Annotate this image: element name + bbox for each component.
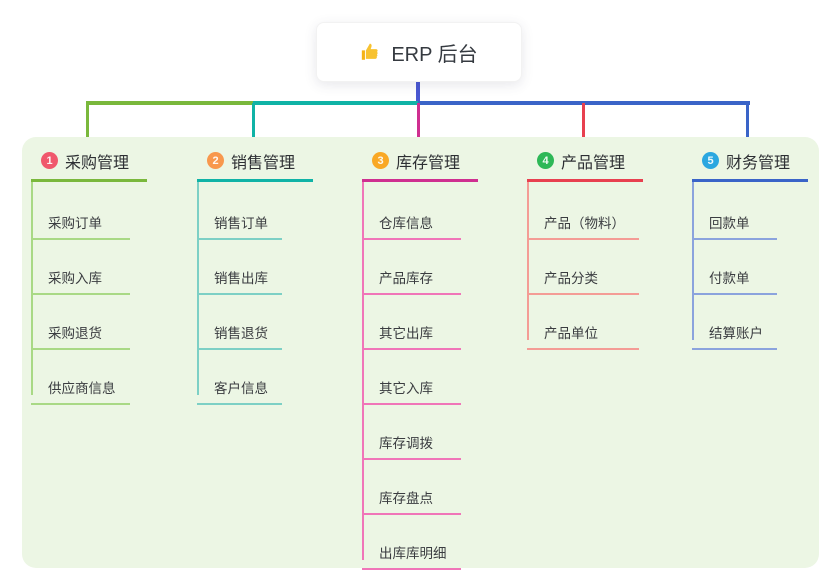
branch-badge: 2: [207, 152, 224, 169]
connector-drop-sales: [252, 103, 255, 147]
child-label: 仓库信息: [379, 216, 433, 231]
child-label: 采购入库: [48, 271, 102, 286]
root-node[interactable]: ERP 后台: [316, 22, 522, 82]
child-label: 采购订单: [48, 216, 102, 231]
root-stem-connector: [416, 82, 420, 105]
child-label: 付款单: [709, 271, 750, 286]
child-label: 其它出库: [379, 326, 433, 341]
root-label: ERP 后台: [391, 43, 478, 66]
child-label: 产品分类: [544, 271, 598, 286]
child-node-sales-order[interactable]: 销售订单: [197, 185, 282, 240]
branch-badge: 4: [537, 152, 554, 169]
branch-children: 销售订单 销售出库 销售退货 客户信息: [197, 182, 282, 405]
thumbs-up-icon: [360, 41, 382, 63]
child-node-product-stock[interactable]: 产品库存: [362, 240, 461, 295]
child-node-sales-outbound[interactable]: 销售出库: [197, 240, 282, 295]
branch-label: 采购管理: [65, 154, 130, 172]
connector-horizontal-sales: [253, 101, 420, 105]
child-label: 回款单: [709, 216, 750, 231]
child-label: 销售退货: [214, 326, 268, 341]
branch-badge: 3: [372, 152, 389, 169]
child-label: 产品单位: [544, 326, 598, 341]
branch-node-product[interactable]: 4 产品管理: [527, 148, 643, 182]
child-node-other-outbound[interactable]: 其它出库: [362, 295, 461, 350]
branch-label: 库存管理: [396, 154, 461, 172]
child-node-customer-info[interactable]: 客户信息: [197, 350, 282, 405]
branch-label: 产品管理: [561, 154, 626, 172]
children-vline: [31, 182, 33, 395]
branch-node-finance[interactable]: 5 财务管理: [692, 148, 808, 182]
child-node-other-inbound[interactable]: 其它入库: [362, 350, 461, 405]
child-node-settlement-account[interactable]: 结算账户: [692, 295, 777, 350]
branch-label: 财务管理: [726, 154, 791, 172]
child-node-receipt-bill[interactable]: 回款单: [692, 185, 777, 240]
children-vline: [362, 182, 364, 560]
children-vline: [692, 182, 694, 340]
child-label: 供应商信息: [48, 381, 116, 396]
child-node-product-category[interactable]: 产品分类: [527, 240, 639, 295]
child-node-product-material[interactable]: 产品（物料）: [527, 185, 639, 240]
child-node-stock-transfer[interactable]: 库存调拨: [362, 405, 461, 460]
branch-node-inventory[interactable]: 3 库存管理: [362, 148, 478, 182]
child-node-warehouse-info[interactable]: 仓库信息: [362, 185, 461, 240]
connector-drop-product: [582, 103, 585, 147]
connector-drop-purchase: [86, 103, 89, 147]
child-label: 销售出库: [214, 271, 268, 286]
branch-badge: 5: [702, 152, 719, 169]
child-label: 产品（物料）: [544, 216, 625, 231]
child-node-product-unit[interactable]: 产品单位: [527, 295, 639, 350]
branch-children: 回款单 付款单 结算账户: [692, 182, 777, 350]
branch-children: 采购订单 采购入库 采购退货 供应商信息: [31, 182, 130, 405]
child-label: 库存调拨: [379, 436, 433, 451]
child-node-purchase-return[interactable]: 采购退货: [31, 295, 130, 350]
child-label: 客户信息: [214, 381, 268, 396]
branch-children: 仓库信息 产品库存 其它出库 其它入库 库存调拨 库存盘点 出库库明细: [362, 182, 461, 570]
branch-label: 销售管理: [231, 154, 296, 172]
child-label: 采购退货: [48, 326, 102, 341]
child-node-payment-bill[interactable]: 付款单: [692, 240, 777, 295]
child-node-supplier-info[interactable]: 供应商信息: [31, 350, 130, 405]
child-node-purchase-order[interactable]: 采购订单: [31, 185, 130, 240]
child-label: 销售订单: [214, 216, 268, 231]
branch-badge: 1: [41, 152, 58, 169]
child-node-stock-taking[interactable]: 库存盘点: [362, 460, 461, 515]
branch-node-purchase[interactable]: 1 采购管理: [31, 148, 147, 182]
child-node-purchase-inbound[interactable]: 采购入库: [31, 240, 130, 295]
branch-node-sales[interactable]: 2 销售管理: [197, 148, 313, 182]
child-label: 出库库明细: [379, 546, 447, 561]
children-vline: [527, 182, 529, 340]
child-label: 其它入库: [379, 381, 433, 396]
child-node-sales-return[interactable]: 销售退货: [197, 295, 282, 350]
children-vline: [197, 182, 199, 395]
child-node-outbound-detail[interactable]: 出库库明细: [362, 515, 461, 570]
connector-drop-inventory: [417, 103, 420, 147]
connector-horizontal-purchase: [86, 101, 255, 105]
branch-children: 产品（物料） 产品分类 产品单位: [527, 182, 639, 350]
child-label: 库存盘点: [379, 491, 433, 506]
child-label: 结算账户: [709, 326, 763, 341]
connector-drop-finance: [746, 103, 749, 147]
child-label: 产品库存: [379, 271, 433, 286]
mindmap-canvas: [22, 137, 819, 568]
